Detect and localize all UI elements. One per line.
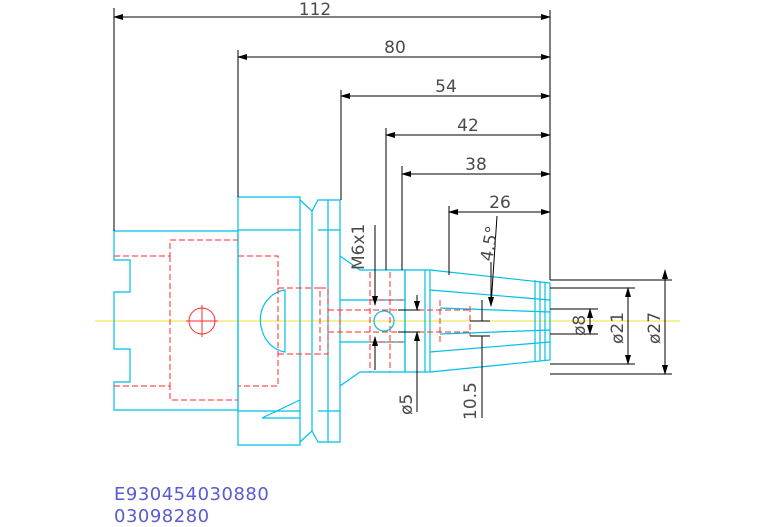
dim-dia5-label: ø5 [397,394,417,415]
dim-26-label: 26 [489,193,511,213]
dim-112-label: 112 [299,0,331,20]
dim-42-label: 42 [457,116,479,136]
part-code-secondary: 03098280 [114,506,210,527]
dim-dia27-label: ø27 [645,312,665,344]
dim-thread-label: M6x1 [349,224,369,270]
hidden-features [114,239,471,401]
dim-10-5-label: 10.5 [461,382,481,420]
dim-dia21-label: ø21 [608,312,628,344]
dim-angle-label: 4.5° [477,224,503,262]
dim-38-label: 38 [465,155,487,175]
dim-dia8-label: ø8 [570,315,590,336]
dim-80-label: 80 [384,38,406,58]
part-code-primary: E930454030880 [114,484,270,505]
dimension-lines [113,8,672,418]
dim-54-label: 54 [435,77,457,97]
